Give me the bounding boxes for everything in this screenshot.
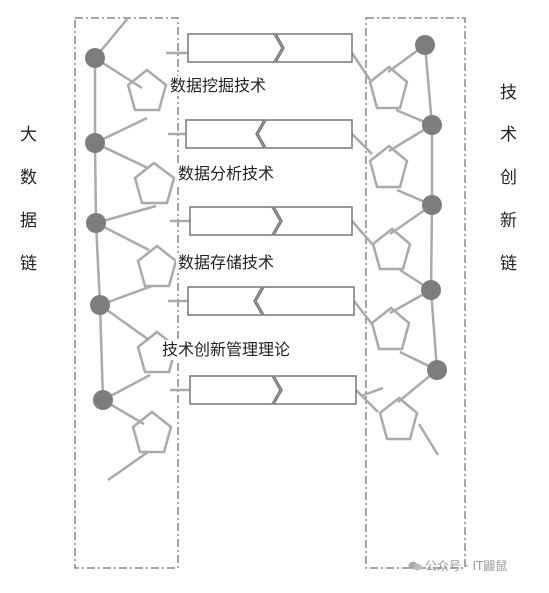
tech-label-data-mining: 数据挖掘技术 — [168, 76, 269, 96]
left-phosphate-node — [93, 390, 113, 410]
rung-arrow-right — [189, 206, 281, 236]
right-chain-char: 创 — [500, 168, 517, 188]
right-strand-nodes — [415, 35, 447, 380]
right-pentagon — [371, 227, 412, 271]
left-strand-sugars — [126, 68, 178, 454]
left-pentagon — [136, 244, 178, 288]
rung-arrow-left — [255, 286, 355, 316]
tech-label-data-analysis: 数据分析技术 — [176, 164, 277, 184]
right-phosphate-node — [427, 360, 447, 380]
left-chain-char: 数 — [20, 168, 37, 188]
right-pentagon — [368, 65, 409, 110]
left-chain-char: 链 — [20, 254, 37, 274]
rung-arrow-left — [187, 286, 264, 316]
right-phosphate-node — [421, 280, 441, 300]
left-phosphate-node — [85, 133, 105, 153]
watermark: 公众号 · IT鼹鼠 — [408, 557, 507, 574]
left-strand-nodes — [85, 48, 113, 410]
rung-arrow-right — [272, 206, 353, 236]
right-pentagon — [378, 396, 419, 441]
right-pentagon — [368, 144, 409, 189]
right-pentagon — [370, 306, 411, 351]
tech-innovation-chain-box — [365, 17, 466, 569]
left-chain-char: 据 — [20, 211, 37, 231]
rung-arrow-right — [189, 375, 281, 405]
right-phosphate-node — [422, 195, 442, 215]
right-phosphate-node — [422, 115, 442, 135]
left-phosphate-node — [90, 295, 110, 315]
rung-arrow-left — [185, 119, 266, 149]
left-pentagon — [133, 161, 176, 205]
right-chain-char: 技 — [500, 83, 517, 103]
left-phosphate-node — [85, 48, 105, 68]
tech-label-innovation-management: 技术创新管理理论 — [160, 340, 293, 360]
right-strand-sugars — [368, 65, 419, 441]
right-chain-char: 术 — [500, 125, 517, 145]
rungs — [166, 33, 379, 413]
wechat-icon — [408, 561, 422, 571]
right-phosphate-node — [415, 35, 435, 55]
left-pentagon — [126, 68, 168, 112]
right-chain-char: 新 — [500, 211, 517, 231]
left-chain-char: 大 — [20, 125, 37, 145]
rung-arrow-left — [257, 119, 353, 149]
tech-label-data-storage: 数据存储技术 — [176, 253, 277, 273]
rung-arrow-right — [274, 33, 353, 63]
rung-arrow-right — [272, 375, 357, 405]
left-pentagon — [131, 410, 173, 454]
right-chain-char: 链 — [500, 254, 517, 274]
rung-arrow-right — [187, 33, 283, 63]
watermark-text: 公众号 · IT鼹鼠 — [425, 559, 508, 573]
left-phosphate-node — [86, 213, 106, 233]
